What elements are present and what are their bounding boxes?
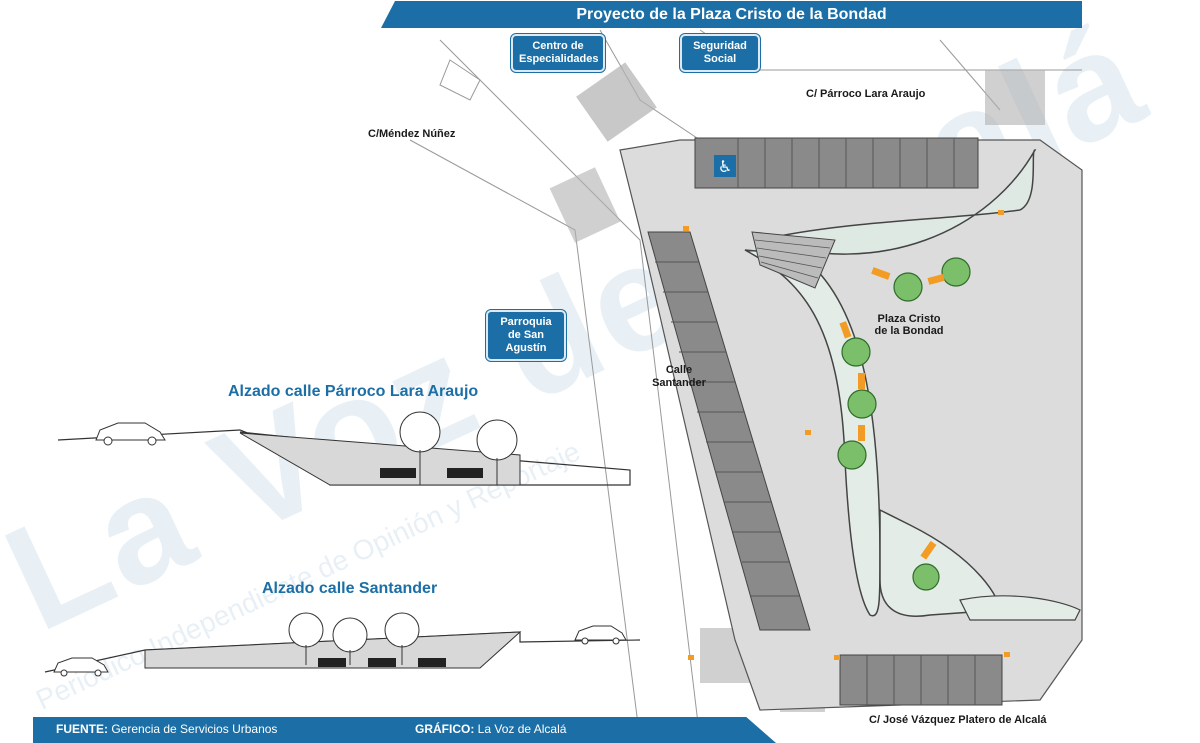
elevation-lara-araujo xyxy=(57,411,631,486)
elevation-title-santander: Alzado calle Santander xyxy=(262,580,438,597)
crosswalks xyxy=(549,62,1045,712)
footer-graphic: GRÁFICO: La Voz de Alcalá xyxy=(415,722,566,736)
street-jose-vazquez: C/ José Vázquez Platero de Alcalá xyxy=(869,714,1047,726)
parking-top: ♿ xyxy=(694,137,979,189)
accessibility-icon: ♿ xyxy=(718,157,732,176)
tree-icon xyxy=(288,612,420,665)
benches xyxy=(683,210,1010,660)
tree xyxy=(841,337,871,367)
plaza-stairs xyxy=(751,231,836,289)
parking-bottom xyxy=(839,654,1003,706)
tree xyxy=(837,440,867,470)
street-santander: Calle Santander xyxy=(652,364,706,389)
tree xyxy=(847,389,877,419)
footer-graphic-value: La Voz de Alcalá xyxy=(477,722,567,736)
elevation-santander xyxy=(44,612,641,677)
elevation-title-lara: Alzado calle Párroco Lara Araujo xyxy=(228,383,479,400)
car-icon xyxy=(95,422,166,446)
page-title: Proyecto de la Plaza Cristo de la Bondad xyxy=(381,1,1082,28)
green-corner xyxy=(959,595,1081,621)
tree-icon xyxy=(399,411,518,485)
parking-left xyxy=(647,231,811,631)
trees xyxy=(837,257,971,591)
footer-source-value: Gerencia de Servicios Urbanos xyxy=(111,722,278,736)
footer-source: FUENTE: Gerencia de Servicios Urbanos xyxy=(56,722,277,736)
label-centro-especialidades: Centro de Especialidades xyxy=(511,34,605,72)
label-parroquia: Parroquia de San Agustín xyxy=(486,310,566,361)
street-lara-araujo: C/ Párroco Lara Araujo xyxy=(806,88,926,100)
tree xyxy=(893,272,923,302)
footer-bar xyxy=(33,717,776,743)
footer-graphic-key: GRÁFICO: xyxy=(415,722,475,736)
plaza-label: Plaza Cristo de la Bondad xyxy=(874,313,944,337)
car-icon xyxy=(574,625,627,645)
tree xyxy=(941,257,971,287)
street-mendez-nunez: C/Méndez Núñez xyxy=(368,128,456,140)
label-seguridad-social: Seguridad Social xyxy=(680,34,760,72)
car-icon xyxy=(53,657,109,677)
tree xyxy=(912,563,940,591)
footer-source-key: FUENTE: xyxy=(56,722,108,736)
